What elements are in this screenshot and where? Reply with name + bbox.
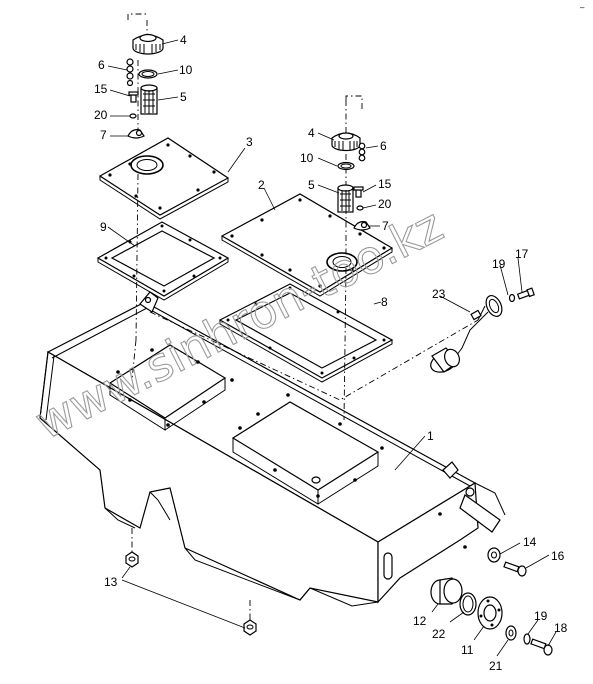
callout-19-lower: 19 (534, 609, 548, 623)
callout-22: 22 (432, 627, 446, 641)
cover-plate-part-2 (220, 193, 394, 297)
callout-21: 21 (489, 659, 503, 673)
callout-15-right: 15 (378, 177, 392, 191)
callout-6-right: 6 (380, 139, 387, 153)
callout-8: 8 (381, 295, 388, 309)
callout-2: 2 (258, 178, 265, 192)
callout-13: 13 (104, 575, 118, 589)
callout-17: 17 (515, 247, 529, 261)
side-port-parts (430, 547, 553, 656)
filler-cap-assembly-right (331, 132, 371, 231)
nuts-part-13 (125, 528, 257, 636)
callout-23: 23 (432, 287, 446, 301)
callout-5: 5 (180, 90, 187, 104)
callout-18: 18 (554, 621, 568, 635)
callout-3: 3 (246, 135, 253, 149)
callout-19: 19 (492, 257, 506, 271)
callout-1: 1 (427, 429, 434, 443)
callout-14: 14 (523, 535, 537, 549)
housing-bolt-holes (116, 348, 467, 549)
callout-15: 15 (94, 82, 108, 96)
callout-20-right: 20 (378, 197, 392, 211)
callout-4-right: 4 (308, 126, 315, 140)
callout-11: 11 (461, 643, 474, 657)
callout-7-right: 7 (382, 219, 389, 233)
callout-10: 10 (179, 63, 193, 77)
filler-cap-assembly-left (126, 33, 164, 139)
callout-6: 6 (98, 58, 105, 72)
callout-20: 20 (94, 108, 108, 122)
gasket-part-8 (218, 283, 394, 383)
callout-numbers: 4 6 10 15 5 20 7 3 9 4 6 10 5 15 20 7 2 … (94, 33, 568, 673)
level-sender-part-23 (430, 287, 535, 373)
housing-part-1 (39, 291, 506, 607)
callout-12: 12 (413, 614, 427, 628)
callout-7: 7 (100, 128, 107, 142)
callout-16: 16 (551, 549, 565, 563)
callout-10-right: 10 (300, 151, 314, 165)
corner-mark: – (580, 3, 585, 12)
leader-lines (107, 39, 557, 657)
assembly-centre-lines (127, 13, 479, 421)
cover-plate-part-3 (98, 137, 230, 220)
callout-5-right: 5 (308, 178, 315, 192)
callout-4: 4 (180, 33, 187, 47)
callout-9: 9 (100, 220, 107, 234)
